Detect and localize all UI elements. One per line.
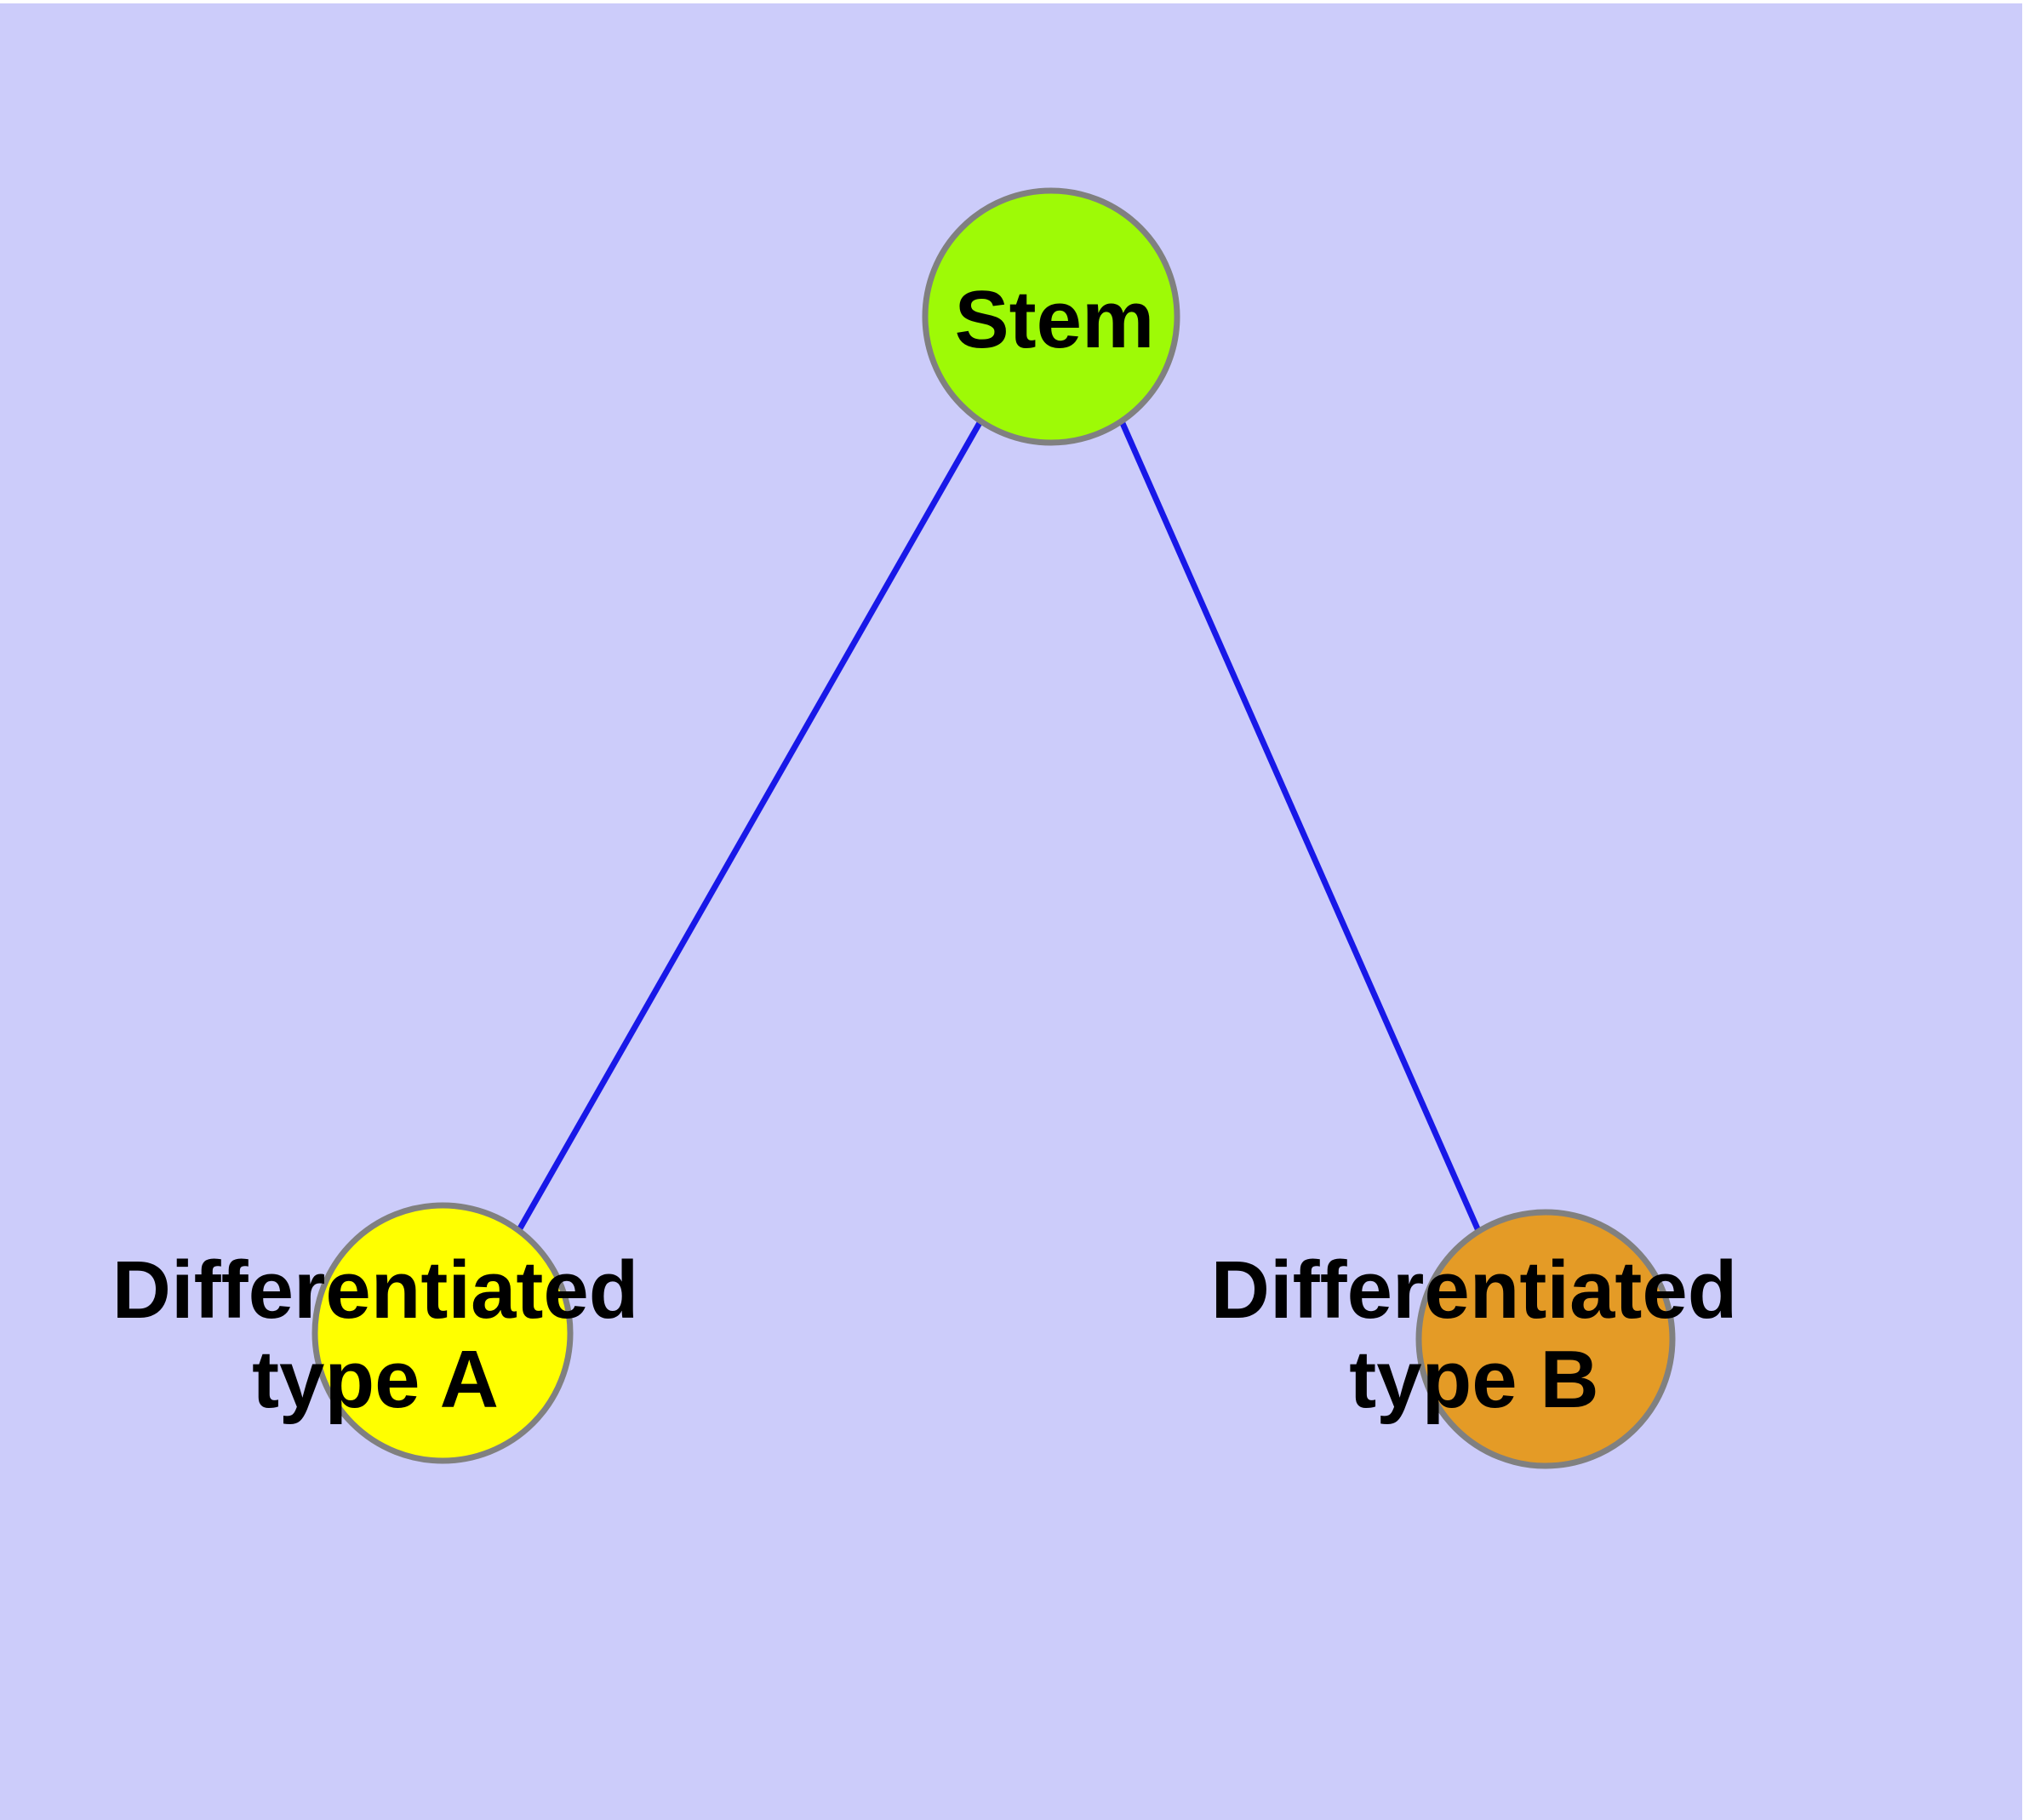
label-line: Differentiated <box>1211 1245 1738 1336</box>
nodes-layer <box>311 187 1676 1469</box>
node-stem[interactable] <box>922 187 1180 446</box>
node-differentiated-type-b[interactable] <box>1415 1209 1676 1469</box>
label-line: Stem <box>955 274 1155 365</box>
label-line: type B <box>1349 1334 1598 1425</box>
node-differentiated-type-a-circle[interactable] <box>311 1202 574 1464</box>
label-line: type A <box>252 1334 499 1425</box>
node-stem-label: Stem <box>955 274 1155 365</box>
node-differentiated-type-a[interactable] <box>311 1202 574 1464</box>
edge-stem-to-differentiated-type-a[interactable] <box>517 420 984 1230</box>
node-differentiated-type-b-circle[interactable] <box>1415 1209 1676 1469</box>
edge-stem-to-differentiated-type-b[interactable] <box>1118 420 1483 1234</box>
label-line: Differentiated <box>112 1245 639 1336</box>
node-stem-circle[interactable] <box>922 187 1180 446</box>
edges-layer <box>517 420 1483 1234</box>
